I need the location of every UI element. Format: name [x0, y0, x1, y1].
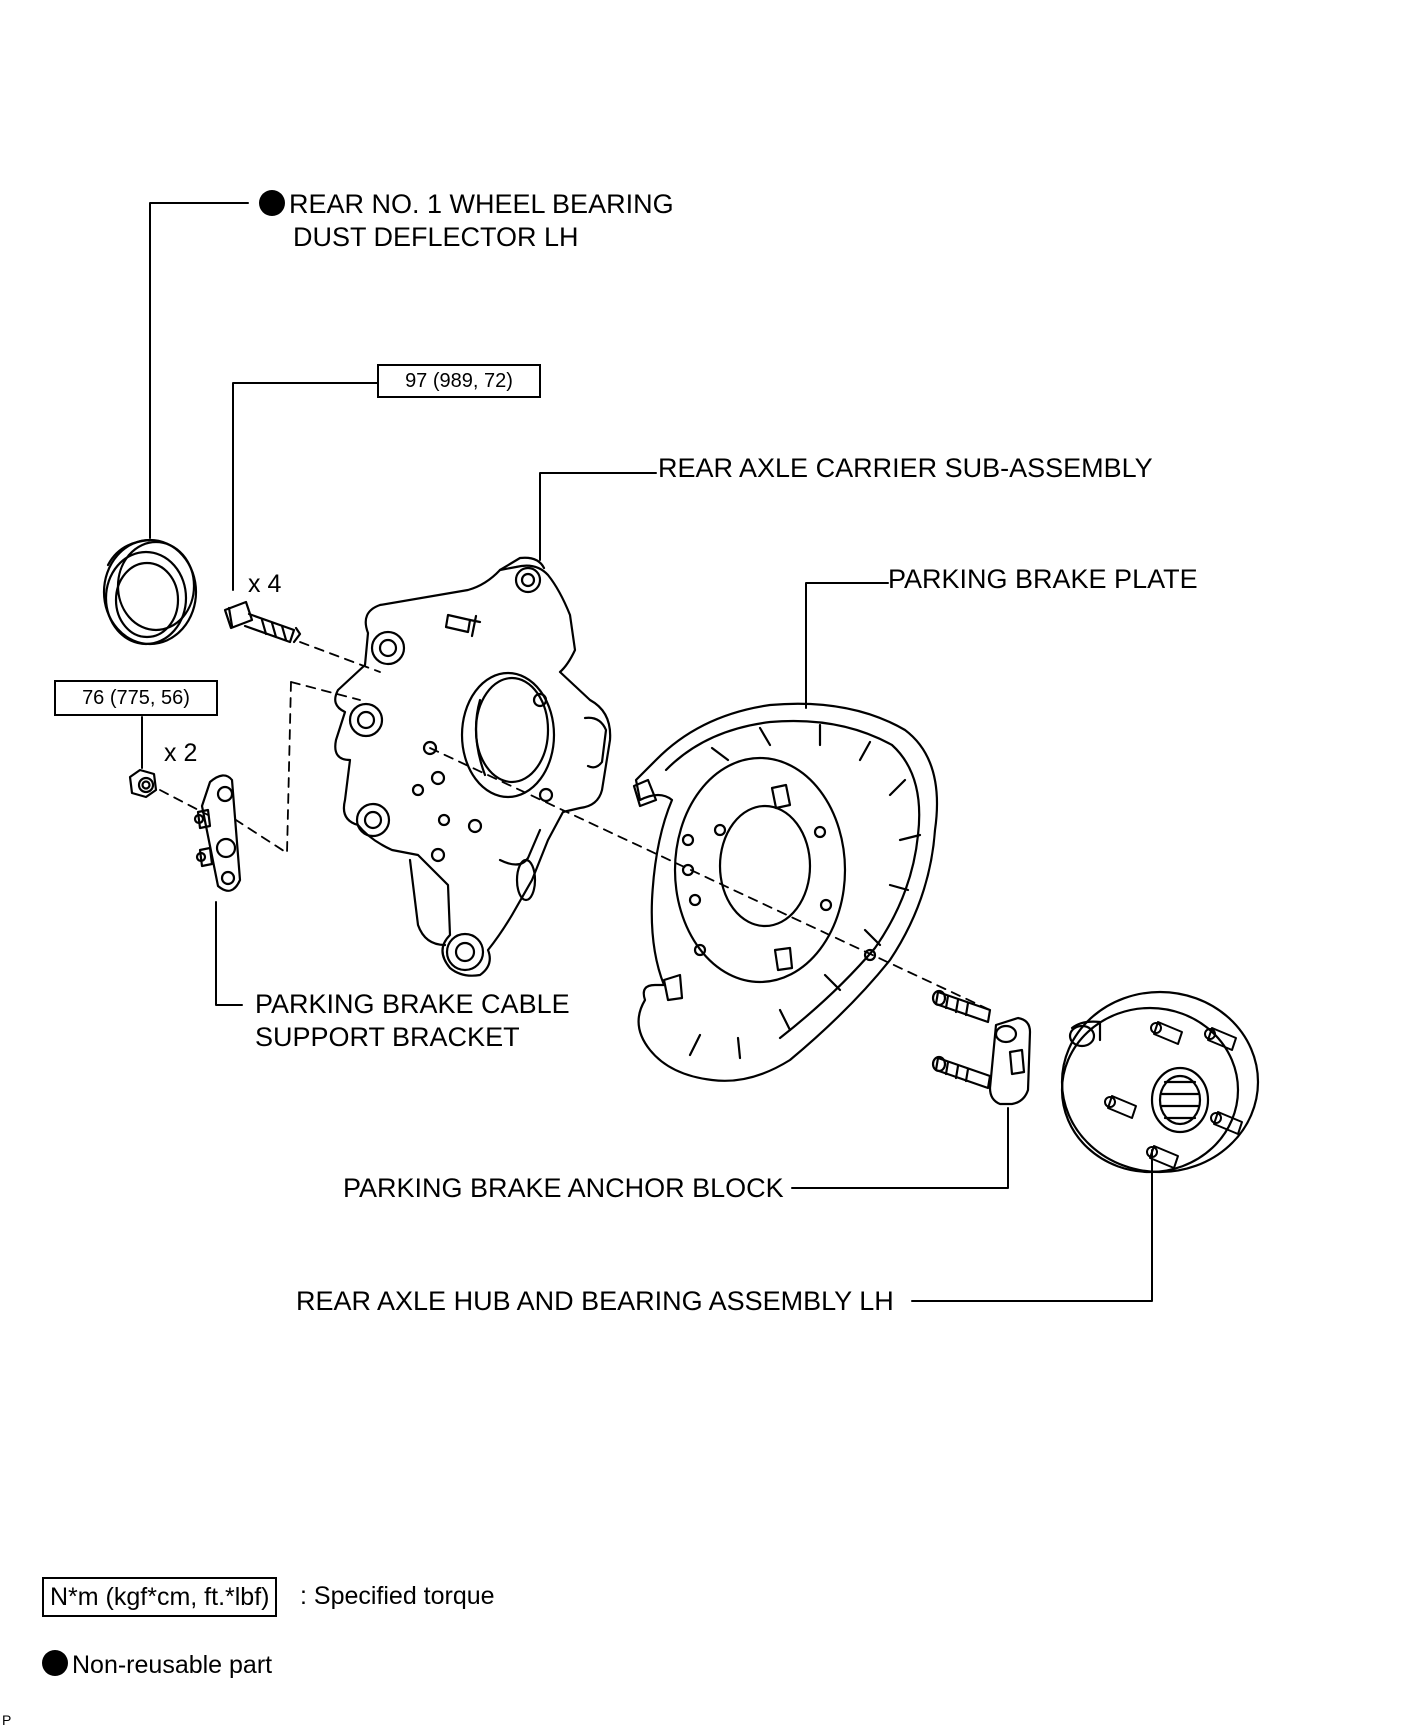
dust-deflector-label: REAR NO. 1 WHEEL BEARING — [259, 188, 674, 221]
nut-quantity: x 2 — [164, 739, 198, 767]
cable-bracket-label-line2: SUPPORT BRACKET — [255, 1022, 520, 1052]
anchor-block-part — [931, 989, 1032, 1106]
dust-deflector-ring — [102, 538, 198, 646]
cable-bracket-label-line1: PARKING BRAKE CABLE — [255, 989, 570, 1019]
leader-lines — [141, 202, 1153, 1302]
torque-legend-box: N*m (kgf*cm, ft.*lbf) — [42, 1577, 278, 1617]
parking-brake-plate-label: PARKING BRAKE PLATE — [888, 564, 1198, 594]
non-reusable-dot-icon — [259, 190, 285, 216]
footer-code: P — [2, 1712, 12, 1728]
hub-bearing-part — [1060, 990, 1260, 1174]
cable-bracket-part — [193, 774, 242, 892]
axle-carrier-label: REAR AXLE CARRIER SUB-ASSEMBLY — [658, 453, 1153, 483]
bolt-quantity: x 4 — [248, 570, 282, 598]
parking-brake-plate-part — [632, 702, 939, 1082]
dashed-alignment-lines — [159, 641, 991, 1011]
dust-deflector-label-line2: DUST DEFLECTOR LH — [293, 222, 579, 252]
torque-legend-text: : Specified torque — [300, 1582, 495, 1610]
nut-torque-box: 76 (775, 56) — [54, 680, 218, 716]
non-reusable-legend-dot-icon — [42, 1650, 68, 1676]
dust-deflector-label-line1: REAR NO. 1 WHEEL BEARING — [289, 189, 674, 219]
bolt-part — [223, 600, 302, 644]
nut-part — [128, 768, 158, 799]
non-reusable-legend-text: Non-reusable part — [72, 1651, 273, 1679]
non-reusable-legend: Non-reusable part — [42, 1650, 272, 1680]
bolt-torque-box: 97 (989, 72) — [377, 364, 541, 398]
axle-carrier-part — [334, 556, 612, 977]
anchor-block-label: PARKING BRAKE ANCHOR BLOCK — [343, 1173, 784, 1203]
hub-bearing-label: REAR AXLE HUB AND BEARING ASSEMBLY LH — [296, 1286, 894, 1316]
